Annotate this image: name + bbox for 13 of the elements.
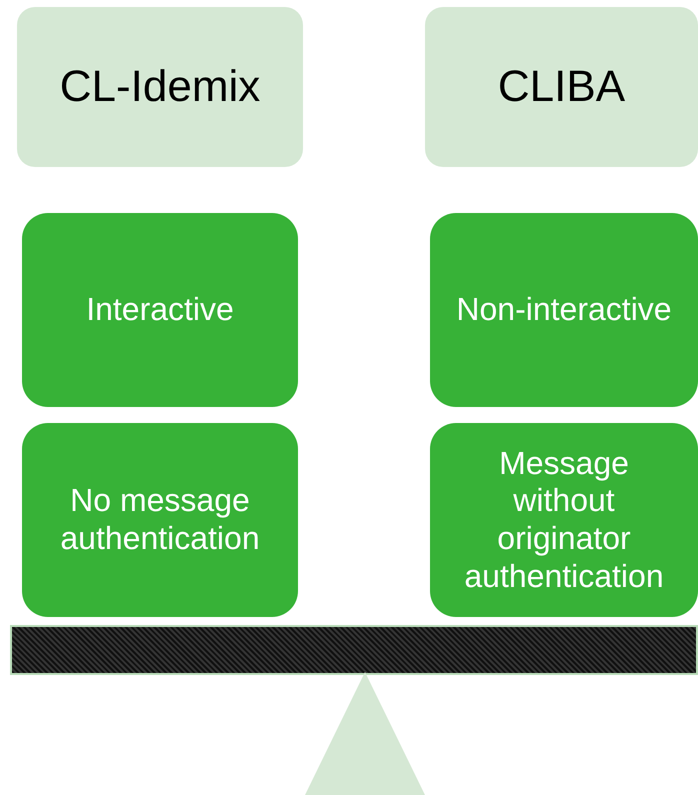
property-label: Non-interactive <box>456 291 672 329</box>
property-card <box>430 423 698 617</box>
property-label: No message authentication <box>59 482 261 558</box>
title-card <box>17 7 303 167</box>
scheme-title: CL-Idemix <box>60 62 260 112</box>
property-card <box>22 423 298 617</box>
property-card <box>22 213 298 407</box>
property-card <box>430 213 698 407</box>
property-label: Message without originator authentication <box>463 444 665 596</box>
property-label: Interactive <box>86 291 234 329</box>
title-card <box>425 7 698 167</box>
scheme-title: CLIBA <box>498 62 626 112</box>
balance-beam <box>10 625 698 675</box>
